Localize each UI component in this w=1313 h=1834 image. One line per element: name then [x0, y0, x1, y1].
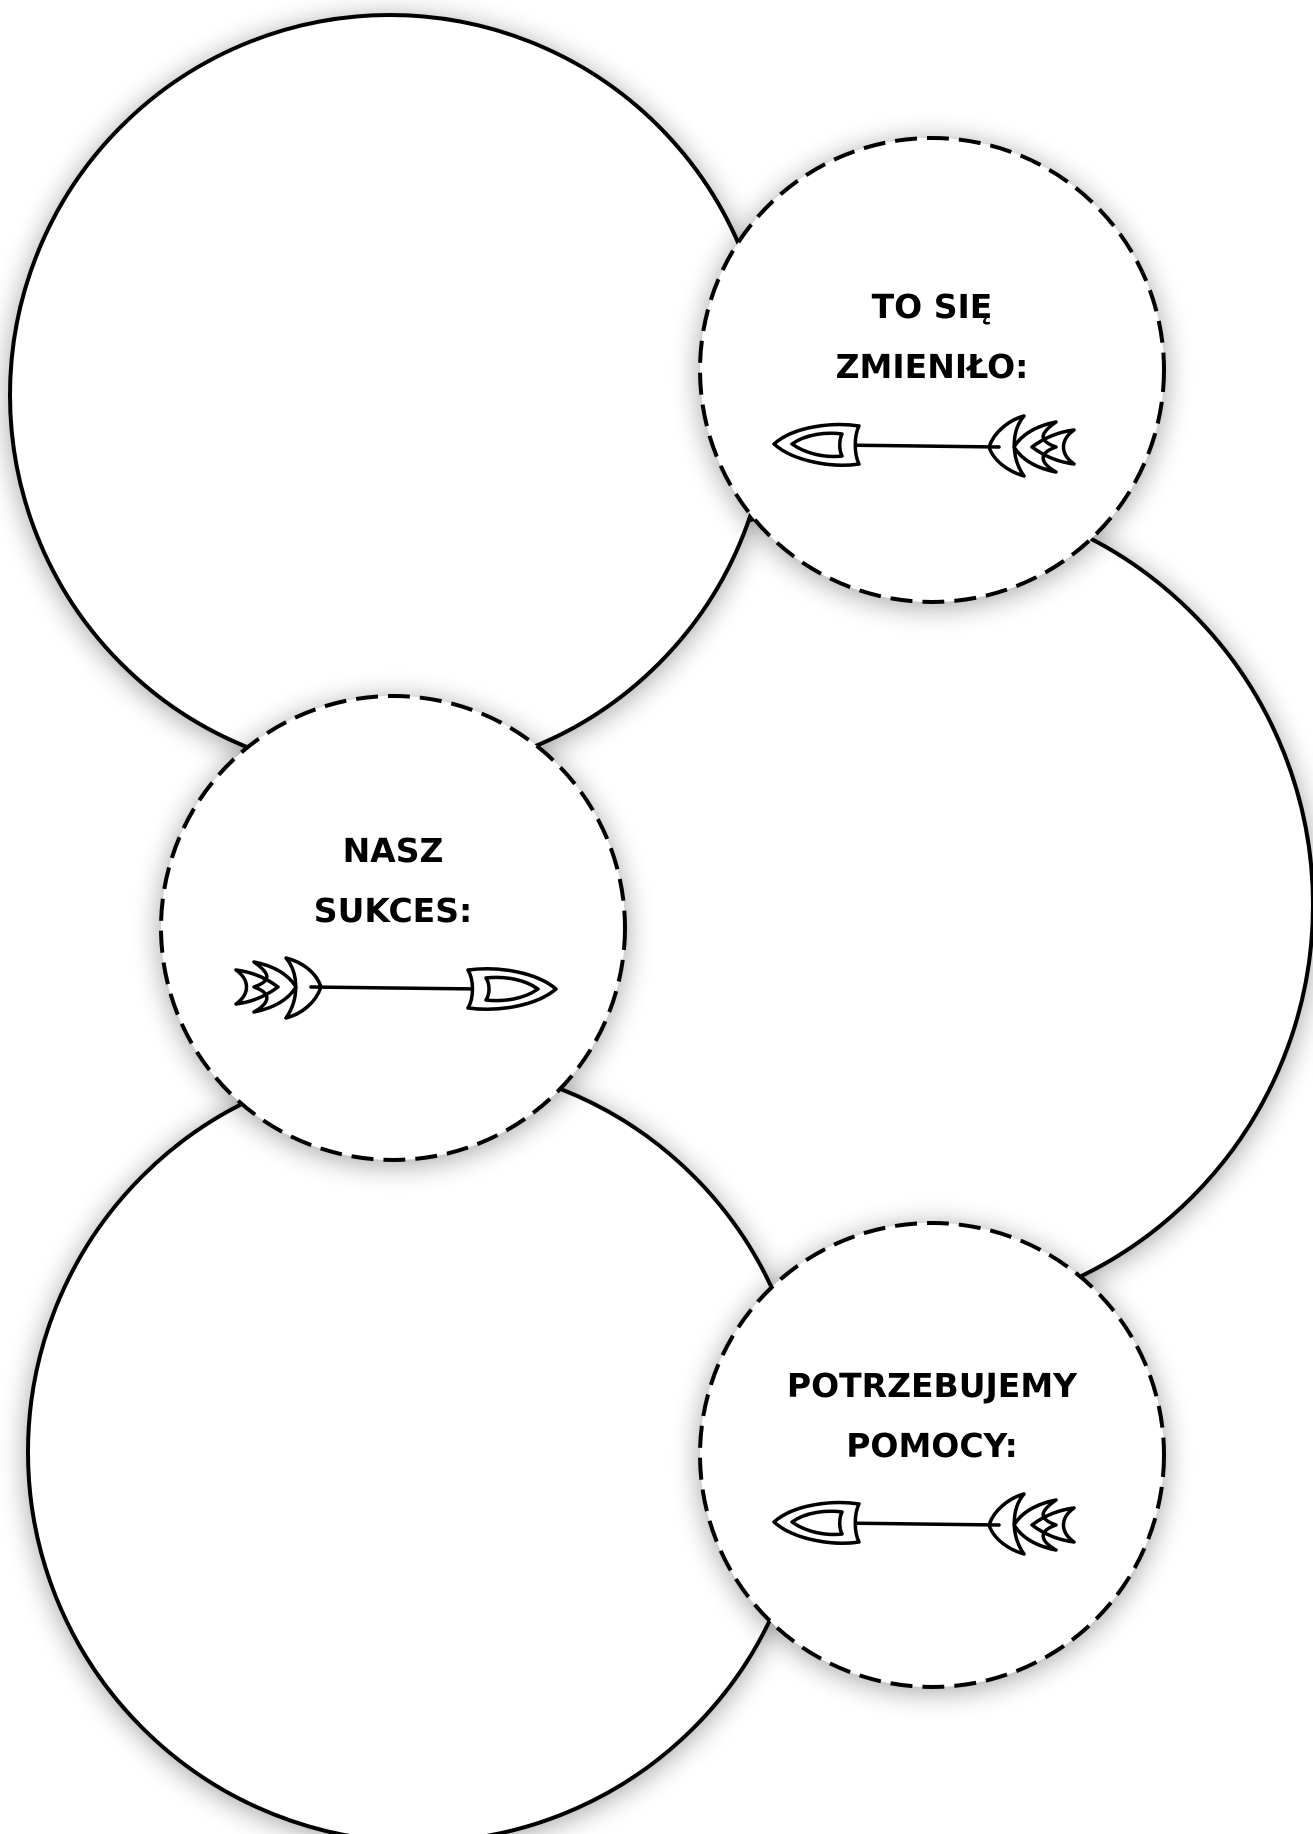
label-bottom-right-line-1: POTRZEBUJEMY — [787, 1366, 1078, 1405]
big-circles — [8, 13, 1313, 1834]
label-circle-bottom-right: POTRZEBUJEMY POMOCY: — [698, 1221, 1166, 1689]
label-middle-left-line-1: NASZ — [343, 831, 444, 870]
big-circle-top-left — [8, 13, 772, 777]
big-circle-bottom-left — [26, 1060, 810, 1834]
label-top-right-line-1: TO SIĘ — [872, 287, 993, 326]
label-circle-middle-left: NASZ SUKCES: — [159, 694, 627, 1162]
label-bottom-right-line-2: POMOCY: — [846, 1426, 1018, 1465]
label-top-right-line-2: ZMIENIŁO: — [836, 347, 1029, 386]
label-middle-left-line-2: SUKCES: — [314, 891, 472, 930]
label-circle-top-right: TO SIĘ ZMIENIŁO: — [698, 136, 1166, 604]
